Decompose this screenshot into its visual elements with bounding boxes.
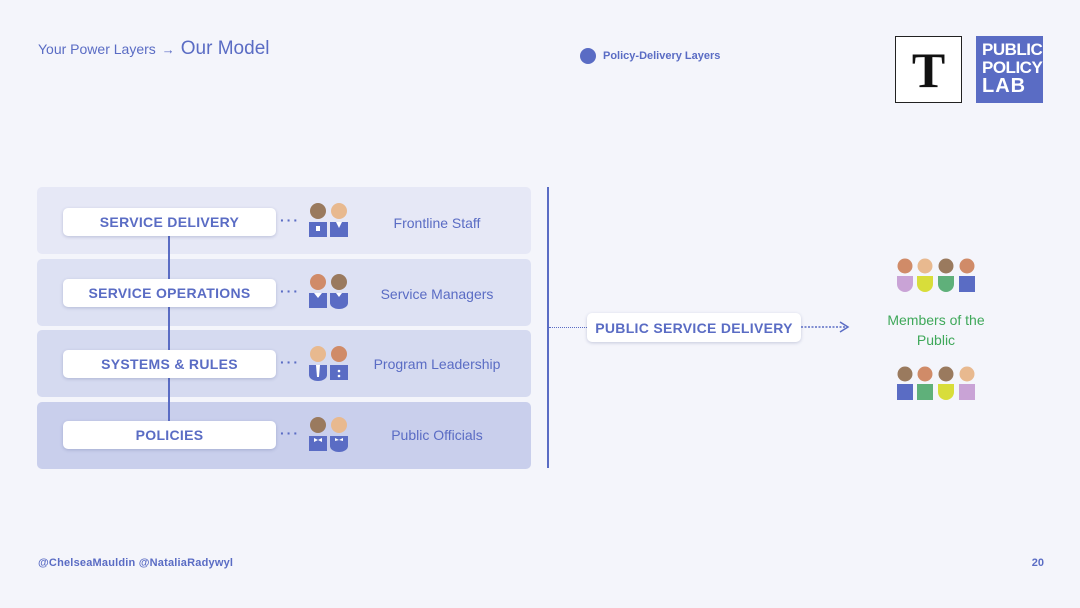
members-public-label: Members of the Public [876, 310, 996, 350]
layer-label-systems-rules: SYSTEMS & RULES [63, 350, 276, 378]
logo-line-1: PUBLIC [982, 40, 1043, 59]
layers-boundary-line [547, 187, 549, 468]
layer-label-service-delivery: SERVICE DELIVERY [63, 208, 276, 236]
dotted-connector: ··· [280, 354, 300, 370]
role-public-officials: Public Officials [391, 427, 483, 443]
public-service-delivery-label: PUBLIC SERVICE DELIVERY [587, 313, 801, 342]
members-public-line-2: Public [916, 332, 956, 348]
dotted-connector-line [549, 327, 587, 328]
arrow-right-icon [801, 321, 850, 333]
dotted-connector: ··· [280, 212, 300, 228]
arrow-right-icon: → [161, 42, 175, 57]
role-program-leadership: Program Leadership [373, 356, 501, 372]
public-policy-lab-logo: PUBLIC POLICY LAB [976, 36, 1043, 103]
page-title: Our Model [180, 38, 270, 59]
layer-label-service-operations: SERVICE OPERATIONS [63, 279, 276, 307]
breadcrumb-parent: Your Power Layers [38, 41, 156, 57]
legend: Policy-Delivery Layers [580, 48, 720, 64]
logo-line-3: LAB [982, 75, 1027, 97]
layer-label-policies: POLICIES [63, 421, 276, 449]
members-public-crowd-icon [897, 258, 975, 292]
program-leadership-people-icon [309, 346, 348, 381]
frontline-staff-people-icon [309, 203, 348, 237]
role-service-managers: Service Managers [380, 286, 494, 302]
public-officials-people-icon [309, 417, 348, 452]
logo-line-2: POLICY [982, 58, 1043, 77]
dotted-connector: ··· [280, 425, 300, 441]
footer-handles: @ChelseaMauldin @NataliaRadywyl [38, 557, 234, 569]
layer-connector-line [168, 222, 170, 434]
dotted-connector: ··· [280, 283, 300, 299]
role-frontline-staff: Frontline Staff [393, 215, 481, 231]
members-public-crowd-icon [897, 366, 975, 400]
t-logo: T [895, 36, 962, 103]
service-managers-people-icon [309, 274, 348, 309]
page-number: 20 [1031, 557, 1044, 569]
breadcrumb: Your Power Layers → Our Model [38, 38, 269, 60]
members-public-line-1: Members of the [887, 312, 985, 328]
legend-label: Policy-Delivery Layers [603, 50, 721, 62]
t-logo-letter: T [911, 41, 946, 98]
legend-dot-icon [580, 48, 596, 64]
